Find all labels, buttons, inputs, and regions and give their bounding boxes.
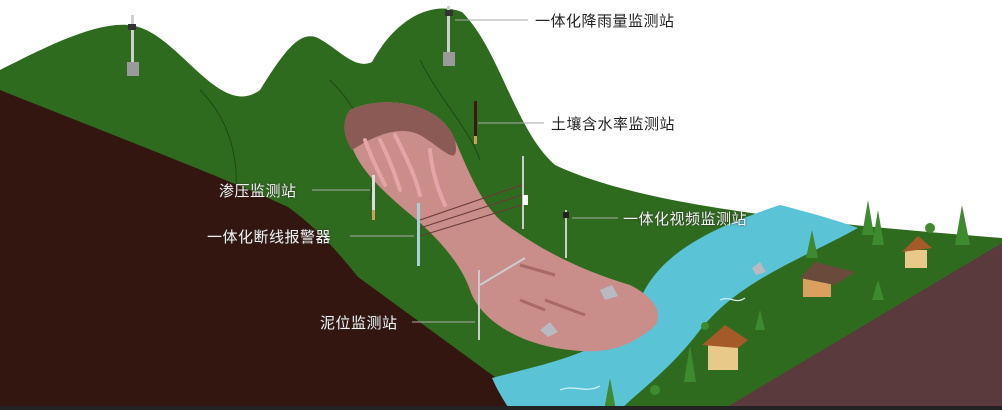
wire-alarm-post-right	[522, 156, 524, 229]
house	[902, 236, 932, 268]
house	[800, 262, 855, 297]
leader-lines	[312, 19, 618, 323]
label-wire-break-alarm: 一体化断线报警器	[207, 228, 332, 246]
label-seepage-station: 渗压监测站	[219, 182, 297, 200]
label-mud-level-station: 泥位监测站	[320, 314, 398, 332]
trees	[604, 200, 970, 410]
right-ground	[722, 243, 1002, 410]
label-soil-moisture-station: 土壤含水率监测站	[551, 115, 676, 133]
wire-alarm-post-left	[417, 203, 420, 266]
rain-station-left	[127, 15, 139, 76]
river	[492, 205, 858, 410]
mud-level-station	[478, 270, 480, 340]
rock	[540, 322, 558, 337]
house	[702, 325, 748, 370]
label-rain-gauge-station: 一体化降雨量监测站	[535, 12, 675, 30]
landslide-area	[348, 102, 659, 352]
seepage-sensor	[372, 175, 375, 220]
label-video-station: 一体化视频监测站	[623, 210, 748, 228]
left-soil	[0, 90, 540, 410]
rock	[600, 285, 618, 300]
video-station	[565, 210, 567, 258]
soil-moisture-sensor	[474, 101, 477, 143]
rain-station-right	[443, 6, 455, 66]
rock	[752, 262, 766, 275]
bottom-bar	[0, 406, 1002, 410]
